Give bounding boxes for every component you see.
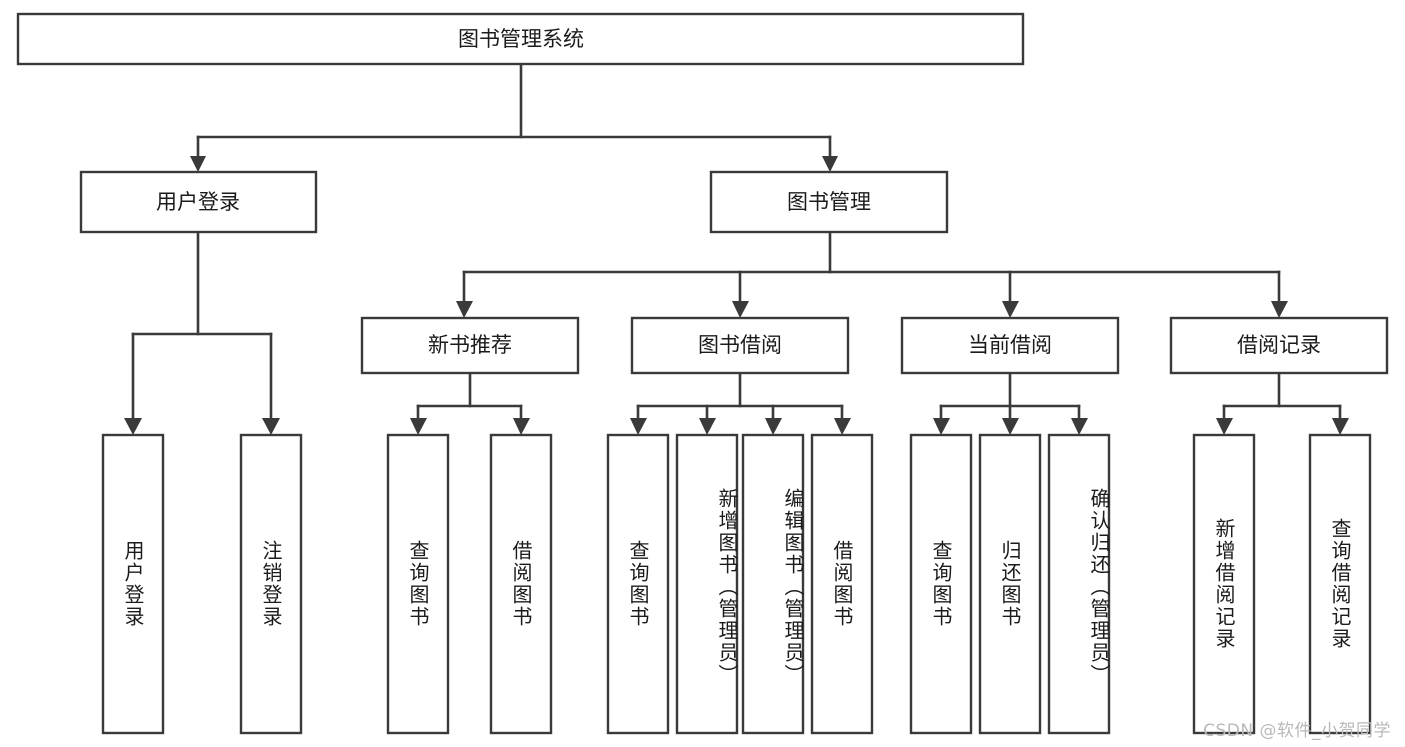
node-user-login-label: 用户登录 xyxy=(156,190,240,214)
arrow-head-book-borrow xyxy=(732,301,749,318)
node-leaf-user-login[interactable] xyxy=(101,433,165,735)
arrow-head-borrow-leaf-3 xyxy=(765,418,782,435)
node-leaf-add-book-admin[interactable] xyxy=(675,433,739,735)
node-book-manage[interactable] xyxy=(709,170,949,234)
arrow-head-book-manage xyxy=(822,156,838,172)
arrow-head-newbook-leaf-2 xyxy=(513,418,530,435)
arrow-head-record-leaf-1 xyxy=(1216,418,1233,435)
node-leaf-query-book-1[interactable] xyxy=(386,433,450,735)
arrow-head-borrow-record xyxy=(1271,301,1288,318)
connector-layer xyxy=(124,62,1349,435)
arrow-head-current-leaf-2 xyxy=(1002,418,1019,435)
arrow-head-record-leaf-2 xyxy=(1332,418,1349,435)
arrow-head-user-login xyxy=(190,156,206,172)
node-book-borrow[interactable] xyxy=(630,316,850,375)
arrow-head-leaf-logout xyxy=(262,418,280,435)
arrow-head-current-leaf-3 xyxy=(1071,418,1088,435)
arrow-head-new-book-rec xyxy=(456,301,473,318)
node-leaf-return-book[interactable] xyxy=(978,433,1042,735)
node-leaf-query-book-3[interactable] xyxy=(909,433,973,735)
node-leaf-edit-book-admin[interactable] xyxy=(741,433,805,735)
node-new-book-recommend-label: 新书推荐 xyxy=(428,333,512,357)
node-current-borrow-label: 当前借阅 xyxy=(968,333,1052,357)
arrow-head-borrow-leaf-1 xyxy=(630,418,647,435)
node-borrow-record-label: 借阅记录 xyxy=(1237,333,1321,357)
node-leaf-add-borrow-record[interactable] xyxy=(1192,433,1256,735)
node-root-book-system[interactable] xyxy=(16,12,1025,66)
arrow-head-newbook-leaf-1 xyxy=(410,418,427,435)
node-user-login[interactable] xyxy=(79,170,318,234)
node-leaf-logout[interactable] xyxy=(239,433,303,735)
node-root-label: 图书管理系统 xyxy=(458,27,584,51)
node-leaf-query-borrow-record[interactable] xyxy=(1308,433,1372,735)
csdn-watermark: CSDN @软件_小贺同学 xyxy=(1203,721,1391,741)
arrow-head-borrow-leaf-4 xyxy=(834,418,851,435)
node-leaf-borrow-book-2[interactable] xyxy=(810,433,874,735)
arrow-head-borrow-leaf-2 xyxy=(699,418,716,435)
node-book-manage-label: 图书管理 xyxy=(787,190,871,214)
node-leaf-borrow-book-1[interactable] xyxy=(489,433,553,735)
node-borrow-record[interactable] xyxy=(1169,316,1389,375)
arrow-head-current-borrow xyxy=(1002,301,1019,318)
arrow-head-leaf-user-login xyxy=(124,418,142,435)
node-current-borrow[interactable] xyxy=(900,316,1120,375)
node-layer: 图书管理系统 用户登录 图书管理 新书推荐 图书借阅 当前借阅 借阅记录 xyxy=(16,12,1389,735)
arrow-head-current-leaf-1 xyxy=(933,418,950,435)
node-leaf-confirm-return-admin[interactable] xyxy=(1047,433,1111,735)
node-leaf-query-book-2[interactable] xyxy=(606,433,670,735)
node-book-borrow-label: 图书借阅 xyxy=(698,333,782,357)
node-new-book-recommend[interactable] xyxy=(360,316,580,375)
